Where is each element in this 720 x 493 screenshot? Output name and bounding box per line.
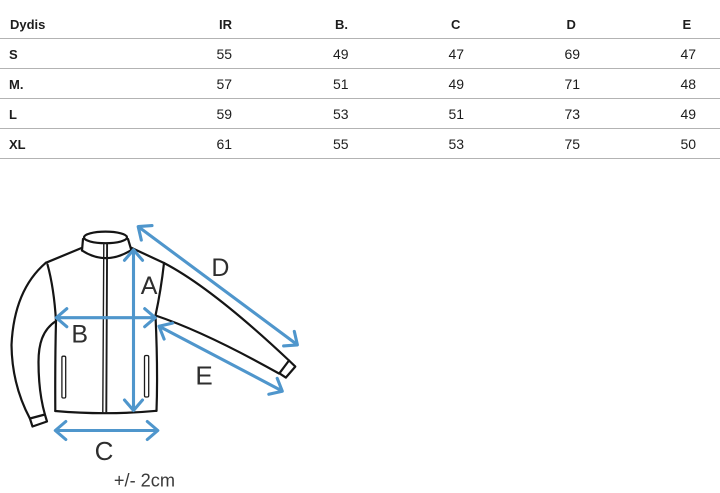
svg-text:E: E (195, 360, 212, 390)
svg-text:+/- 2cm: +/- 2cm (114, 470, 175, 490)
svg-text:A: A (141, 272, 158, 300)
svg-text:B: B (71, 321, 88, 349)
svg-text:C: C (95, 436, 114, 466)
svg-text:D: D (211, 254, 229, 282)
